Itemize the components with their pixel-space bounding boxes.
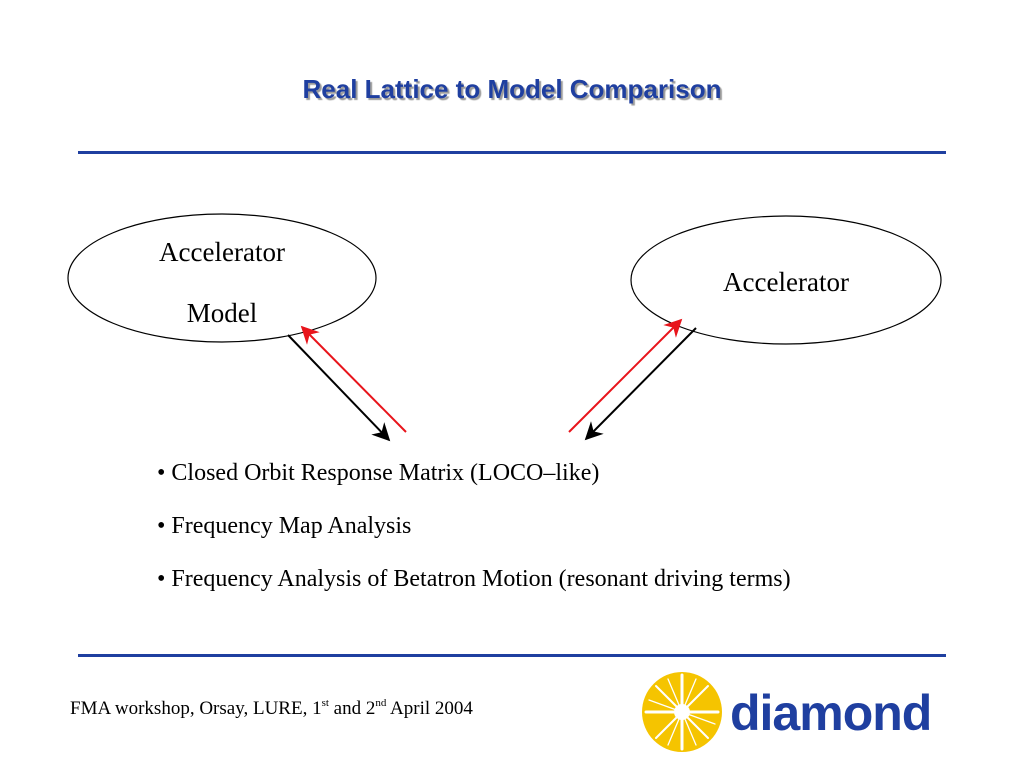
analysis-methods-list: • Closed Orbit Response Matrix (LOCO–lik… <box>157 459 791 618</box>
top-divider <box>78 151 946 154</box>
footer-superscript: st <box>321 697 329 709</box>
list-item: • Frequency Map Analysis <box>157 513 412 539</box>
accelerator-ellipse <box>630 215 942 345</box>
list-item: • Frequency Analysis of Betatron Motion … <box>157 566 791 592</box>
accelerator-to-analysis-arrow <box>584 327 697 441</box>
slide-title: Real Lattice to Model Comparison <box>302 74 722 104</box>
accelerator-label: Accelerator <box>723 267 849 297</box>
bottom-divider <box>78 654 946 657</box>
analysis-to-model-arrow <box>300 325 407 433</box>
model-to-analysis-arrow <box>287 334 391 442</box>
footer-text-part: FMA workshop, Orsay, LURE, 1 <box>70 698 322 719</box>
model-ellipse <box>67 213 377 343</box>
starburst-icon <box>642 672 722 752</box>
analysis-to-accelerator-arrow <box>568 318 683 433</box>
model-label-line2: Model <box>187 298 258 328</box>
list-item: • Closed Orbit Response Matrix (LOCO–lik… <box>157 460 600 486</box>
footer-text-part: and 2 <box>328 698 376 719</box>
footer-superscript: nd <box>375 697 387 709</box>
diamond-logo: diamond <box>642 672 932 752</box>
model-label-line1: Accelerator <box>159 237 285 267</box>
footer-text: FMA workshop, Orsay, LURE, 1st and 2nd A… <box>70 697 473 720</box>
logo-wordmark: diamond <box>730 685 931 741</box>
footer-text-part: April 2004 <box>386 698 473 719</box>
